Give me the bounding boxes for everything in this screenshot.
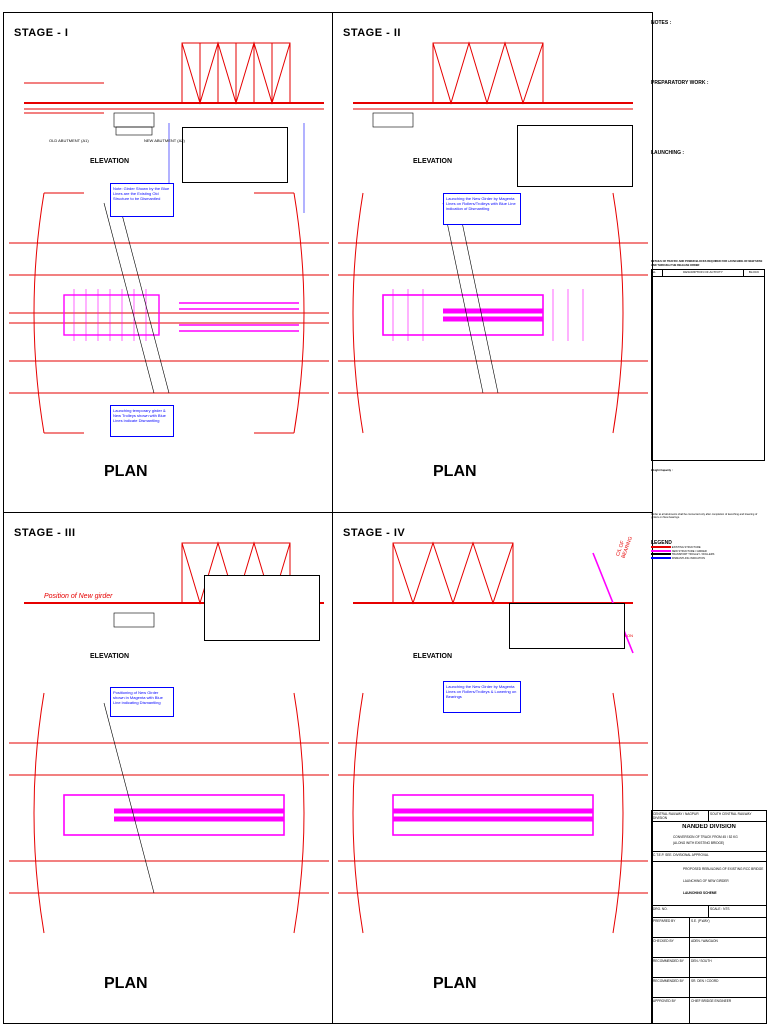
legend-item: EXISTING STRUCTURE <box>651 545 765 550</box>
weight-heading: Weight Capacity : <box>651 469 673 473</box>
stage-1-plan-note: Launching temporary girder & New Trolley… <box>110 405 174 437</box>
notes-body <box>651 26 765 76</box>
elevation-label: ELEVATION <box>413 653 453 660</box>
stage-4-blue-note: Launching the New Girder by Magenta Line… <box>443 681 521 713</box>
title-block: CENTRAL RAILWAY / NAGPUR DIVISION SOUTH … <box>651 810 767 1024</box>
sign-row: RECOMMENDED BY SR. DEN / COORD <box>652 977 766 998</box>
approval-text: C.T.E.P. SEE. DIVISIONAL APPROVAL <box>653 853 709 857</box>
project-line-2: (ALONG WITH EXISTING BRIDGE) <box>673 841 725 845</box>
sign-label: RECOMMENDED BY <box>652 958 690 978</box>
table-header: SL <box>652 270 663 277</box>
legend-item: NEW STRUCTURE / GIRDER <box>651 549 765 554</box>
scale: SCALE : NTS <box>710 907 730 911</box>
stage-3-inline-note: Position of New girder <box>44 593 113 600</box>
work-title-2: LAUNCHING OF NEW GIRDER <box>683 879 729 883</box>
legend-heading: LEGEND <box>651 539 672 546</box>
title-division-row: NANDED DIVISION CONVERSION OF TRACK FROM… <box>652 821 766 852</box>
plan-label: PLAN <box>104 463 148 480</box>
title-work-row: PROPOSED REBUILDING OF EXISTING RCC BRID… <box>652 861 766 906</box>
division-name: NANDED DIVISION <box>682 824 736 830</box>
stage-1-notes <box>182 127 288 183</box>
launching-heading: LAUNCHING : <box>651 150 685 156</box>
stage-title: STAGE - II <box>343 27 401 39</box>
new-abutment-label: NEW ABUTMENT (A2) <box>144 138 185 143</box>
stage-title: STAGE - III <box>14 527 76 539</box>
stage-title: STAGE - IV <box>343 527 406 539</box>
work-title-3: LAUNCHING SCHEME <box>683 891 717 895</box>
sign-name: SR. DEN / COORD <box>691 979 719 983</box>
stage-1-blue-note: Note: Girder Shown by the Blue Lines are… <box>110 183 174 217</box>
work-title-1: PROPOSED REBUILDING OF EXISTING RCC BRID… <box>683 867 764 871</box>
org-left: CENTRAL RAILWAY / NAGPUR DIVISION <box>652 811 709 821</box>
sign-row: CHECKED BY ADEN / WAIGAON <box>652 937 766 958</box>
table-header: BLOCK <box>748 270 760 275</box>
elevation-label: ELEVATION <box>90 653 130 660</box>
sign-row: APPROVED BY CHIEF BRIDGE ENGINEER <box>652 997 766 1024</box>
stage-4-panel: STAGE - IV C/ <box>332 512 653 1024</box>
legend-item: DISMANTLING INDICATION <box>651 556 765 561</box>
sign-label: APPROVED BY <box>652 998 690 1024</box>
title-org-row: CENTRAL RAILWAY / NAGPUR DIVISION SOUTH … <box>652 811 766 821</box>
sign-label: CHECKED BY <box>652 938 690 958</box>
bullet-note: Girder at all abutments shall be connect… <box>651 512 758 520</box>
stage-3-panel: STAGE - III <box>3 512 334 1024</box>
notes-heading: NOTES : <box>651 20 672 26</box>
title-approval-row: C.T.E.P. SEE. DIVISIONAL APPROVAL <box>652 851 766 862</box>
sign-row: PREPARED BY S.E. (P.WAY) <box>652 917 766 938</box>
stage-title: STAGE - I <box>14 27 69 39</box>
stage-1-panel: STAGE - I <box>3 12 334 514</box>
sign-label: PREPARED BY <box>652 918 690 938</box>
details-heading: DETAILS OF TRAFFIC AND POWER BLOCKS REQU… <box>651 260 763 267</box>
stage-2-blue-note: Launching the New Girder by Magenta Line… <box>443 193 521 225</box>
plan-label: PLAN <box>433 975 477 992</box>
org-right: SOUTH CENTRAL RAILWAY <box>710 812 752 816</box>
launching-body <box>651 156 765 256</box>
stage-2-drawing <box>338 41 648 434</box>
sign-name: CHIEF BRIDGE ENGINEER <box>691 999 732 1003</box>
project-line-1: CONVERSION OF TRACK FROM 45 / 52 KG <box>673 835 738 839</box>
preparatory-body <box>651 86 765 146</box>
title-meta-row: DRG. NO. SCALE : NTS <box>652 905 766 918</box>
blocks-table: SL DESCRIPTION OF ACTIVITY BLOCK <box>651 269 765 462</box>
stage-3-notes <box>204 575 320 641</box>
elevation-label: ELEVATION <box>413 158 453 165</box>
stage-1-drawing <box>9 41 329 434</box>
sign-name: ADEN / WAIGAON <box>691 939 718 943</box>
stage-4-notes <box>509 603 625 649</box>
stage-3-blue-note: Positioning of New Girder shown in Magen… <box>110 687 174 717</box>
stage-2-notes <box>517 125 633 187</box>
sign-name: DEN / SOUTH <box>691 959 712 963</box>
legend: Girder at all abutments shall be connect… <box>651 513 765 561</box>
drawing-no: DRG. NO. <box>652 906 709 918</box>
stage-2-panel: STAGE - II <box>332 12 653 514</box>
plan-label: PLAN <box>104 975 148 992</box>
legend-item: TRANSPORT TROLLEY / ROLLERS <box>651 553 765 557</box>
sign-label: RECOMMENDED BY <box>652 978 690 998</box>
plan-label: PLAN <box>433 463 477 480</box>
old-abutment-label: OLD ABUTMENT (A1) <box>49 138 89 143</box>
sign-name: S.E. (P.WAY) <box>691 919 710 923</box>
table-header: DESCRIPTION OF ACTIVITY <box>663 270 744 277</box>
elevation-label: ELEVATION <box>90 158 130 165</box>
preparatory-heading: PREPARATORY WORK : <box>651 80 709 86</box>
notes-column: NOTES : PREPARATORY WORK : LAUNCHING : D… <box>651 12 765 1022</box>
sign-row: RECOMMENDED BY DEN / SOUTH <box>652 957 766 978</box>
stage-4-drawing <box>338 541 648 934</box>
